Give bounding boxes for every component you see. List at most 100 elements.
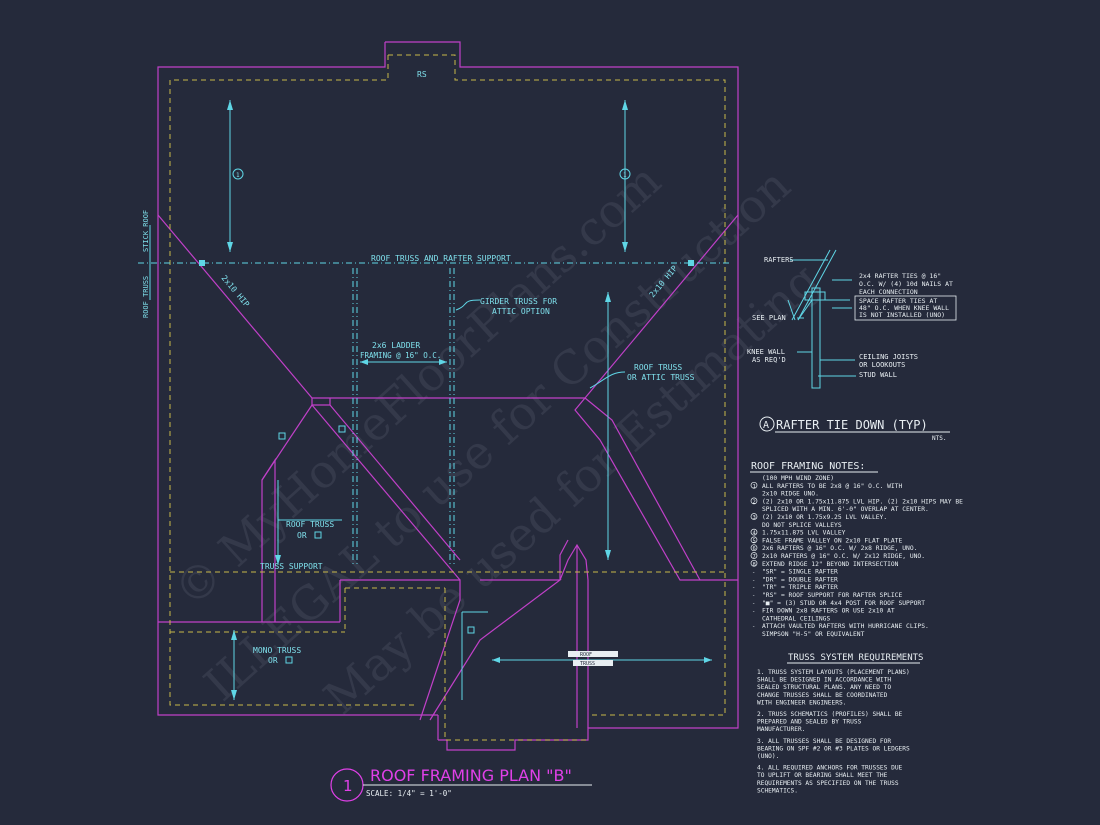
note-marker: -: [752, 593, 755, 599]
note-line: 1.75x11.875 LVL VALLEY: [762, 530, 846, 537]
truss-requirement-line: (UNO).: [757, 753, 779, 760]
roof-truss-or-label-1: ROOF TRUSS: [286, 520, 334, 529]
ladder-label-2: FRAMING @ 16" O.C.: [360, 351, 441, 360]
detail-see-plan: SEE PLAN: [752, 314, 786, 322]
truss-rafter-support-label: ROOF TRUSS AND RAFTER SUPPORT: [371, 254, 511, 263]
note-line: 2x6 RAFTERS @ 16" O.C. W/ 2x8 RIDGE, UNO…: [762, 545, 917, 552]
note-1-marker-left: 1: [236, 172, 240, 179]
roof-tag: ROOF: [580, 652, 592, 658]
detail-nts: NTS.: [932, 435, 946, 442]
detail-ceiling-2: OR LOOKOUTS: [859, 361, 905, 369]
note-line: SIMPSON "H-5" OR EQUIVALENT: [762, 631, 865, 638]
detail-ties-2: O.C. W/ (4) 10d NAILS AT: [859, 280, 953, 288]
truss-requirement-line: MANUFACTURER.: [757, 726, 805, 733]
bearing-lines: [169, 54, 726, 741]
truss-requirement-line: 4. ALL REQUIRED ANCHORS FOR TRUSSES DUE: [757, 765, 903, 772]
girder-label-2: ATTIC OPTION: [492, 307, 550, 316]
truss-requirements: TRUSS SYSTEM REQUIREMENTS 1. TRUSS SYSTE…: [757, 653, 923, 794]
watermark: © MyHomeFloorPlans.com ILLEGAL to use fo…: [163, 153, 829, 725]
truss-requirement-line: SHALL BE DESIGNED IN ACCORDANCE WITH: [757, 677, 891, 684]
detail-ceiling-1: CEILING JOISTS: [859, 353, 918, 361]
note-marker: -: [752, 601, 755, 607]
note-marker: 3: [753, 515, 756, 521]
note-1-marker-right: 1: [623, 172, 627, 179]
truss-requirement-line: 3. ALL TRUSSES SHALL BE DESIGNED FOR: [757, 738, 891, 745]
detail-rafters: RAFTERS: [764, 256, 794, 264]
stick-roof-label: STICK ROOF: [142, 210, 150, 252]
plan-number: 1: [343, 777, 353, 795]
note-line: ALL RAFTERS TO BE 2x8 @ 16" O.C. WITH: [762, 483, 902, 490]
note-line: (100 MPH WIND ZONE): [762, 475, 834, 482]
note-marker: -: [752, 609, 755, 615]
note-line: "RS" = ROOF SUPPORT FOR RAFTER SPLICE: [762, 592, 902, 599]
note-line: "■" = (3) STUD OR 4x4 POST FOR ROOF SUPP…: [762, 600, 925, 607]
note-marker: 4: [753, 531, 757, 537]
note-number-circle: [750, 528, 758, 536]
detail-title: RAFTER TIE DOWN (TYP): [776, 418, 928, 432]
detail-knee-wall-2: AS REQ'D: [752, 356, 786, 364]
note-number-circle: [750, 481, 758, 489]
roof-outline: [157, 41, 739, 751]
note-number-circle: [750, 513, 758, 520]
ladder-label-1: 2x6 LADDER: [372, 341, 420, 350]
roof-or-attic-label-1: ROOF TRUSS: [634, 363, 682, 372]
note-marker: 2: [753, 499, 756, 505]
detail-space-1: SPACE RAFTER TIES AT: [859, 297, 937, 305]
detail-knee-wall-1: KNEE WALL: [747, 348, 785, 356]
roof-truss-or-label-2: OR: [297, 531, 307, 540]
detail-stud-wall: STUD WALL: [859, 371, 897, 379]
note-line: 2x10 RAFTERS @ 16" O.C. W/ 2x12 RIDGE, U…: [762, 553, 925, 560]
note-line: "SR" = SINGLE RAFTER: [762, 569, 838, 576]
note-marker: 7: [753, 554, 756, 560]
truss-tag: TRUSS: [580, 661, 595, 667]
truss-requirement-line: TO UPLIFT OR BEARING SHALL MEET THE: [757, 772, 888, 779]
note-line: (2) 2x10 OR 1.75x11.875 LVL HIP. (2) 2x1…: [762, 498, 963, 505]
roof-framing-notes: ROOF FRAMING NOTES: (100 MPH WIND ZONE)1…: [750, 461, 963, 638]
plan-scale: SCALE: 1/4" = 1'-0": [366, 789, 452, 798]
left-hip-label: 2x10 HIP: [219, 274, 251, 309]
detail-space-3: IS NOT INSTALLED (UNO): [859, 311, 945, 319]
truss-requirement-line: REQUIREMENTS AS SPECIFIED ON THE TRUSS: [757, 780, 899, 787]
note-line: ATTACH VAULTED RAFTERS WITH HURRICANE CL…: [762, 623, 929, 630]
note-marker: 8: [753, 562, 756, 568]
note-line: SPLICED WITH A MIN. 6'-0" OVERLAP AT CEN…: [762, 506, 929, 513]
truss-requirement-line: BEARING ON SPF #2 OR #3 PLATES OR LEDGER…: [757, 745, 910, 752]
truss-requirement-line: SEALED STRUCTURAL PLANS. ANY NEED TO: [757, 684, 891, 691]
note-line: "TR" = TRIPLE RAFTER: [762, 584, 838, 591]
note-number-circle: [750, 497, 758, 505]
note-line: CATHEDRAL CEILINGS: [762, 615, 830, 622]
annotation-lines: [138, 100, 730, 700]
note-line: DO NOT SPLICE VALLEYS: [762, 522, 842, 529]
note-line: EXTEND RIDGE 12" BEYOND INTERSECTION: [762, 561, 899, 568]
note-line: (2) 2x10 OR 1.75x9.25 LVL VALLEY.: [762, 514, 887, 521]
note-number-circle: [750, 536, 758, 544]
girder-label-1: GIRDER TRUSS FOR: [480, 297, 557, 306]
truss-requirement-line: SCHEMATICS.: [757, 787, 798, 794]
plan-title: ROOF FRAMING PLAN "B": [370, 766, 572, 785]
note-marker: -: [752, 570, 755, 576]
mono-truss-label-2: OR: [268, 656, 278, 665]
detail-space-2: 48" O.C. WHEN KNEE WALL: [859, 304, 949, 312]
note-number-circle: [750, 552, 758, 559]
roof-or-attic-label-2: OR ATTIC TRUSS: [627, 373, 695, 382]
plan-title-block: 1 ROOF FRAMING PLAN "B" SCALE: 1/4" = 1'…: [330, 766, 592, 802]
note-line: FIR DOWN 2x8 RAFTERS OR USE 2x10 AT: [762, 608, 895, 615]
truss-requirement-line: WITH ENGINEER ENGINEERS.: [757, 699, 846, 706]
truss-support-label: TRUSS SUPPORT: [260, 562, 323, 571]
roof-truss-side-label: ROOF TRUSS: [142, 276, 150, 318]
detail-ties-3: EACH CONNECTION: [859, 288, 918, 296]
note-marker: 6: [753, 546, 756, 552]
note-marker: -: [752, 585, 755, 591]
rs-label: RS: [417, 70, 427, 79]
truss-requirement-line: PREPARED AND SEALED BY TRUSS: [757, 719, 862, 726]
note-marker: -: [752, 577, 755, 583]
note-number-circle: [750, 559, 758, 567]
note-marker: 1: [753, 484, 756, 490]
note-number-circle: [750, 544, 758, 552]
truss-heading: TRUSS SYSTEM REQUIREMENTS: [788, 653, 923, 663]
note-line: "DR" = DOUBLE RAFTER: [762, 576, 838, 583]
note-marker: -: [752, 624, 755, 630]
note-marker: 5: [753, 538, 756, 544]
detail-ties-1: 2x4 RAFTER TIES @ 16": [859, 272, 941, 280]
